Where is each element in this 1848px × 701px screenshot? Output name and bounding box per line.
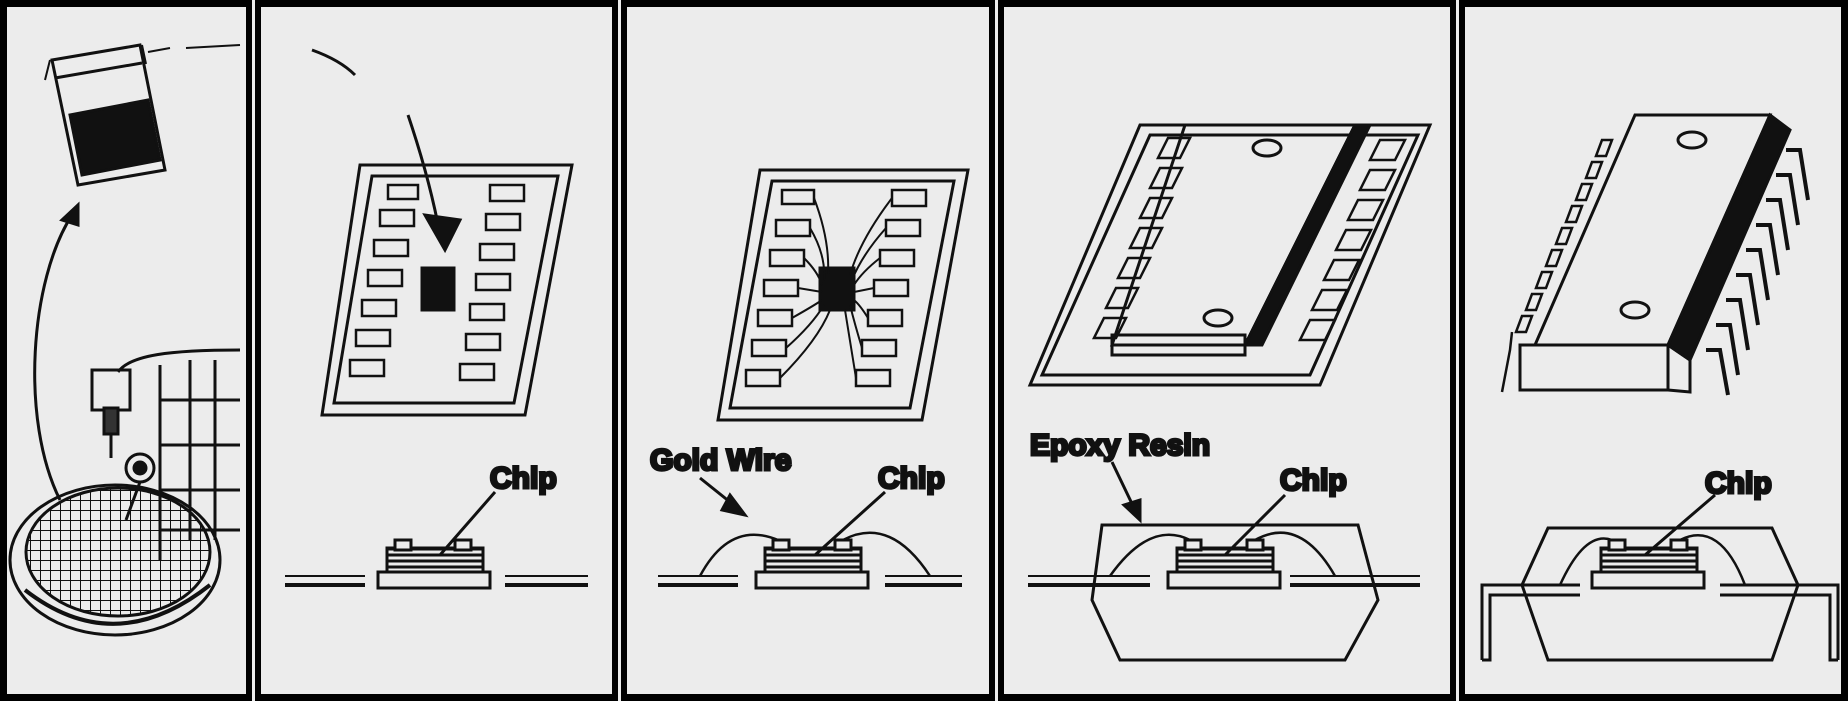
transfer-arrow: [35, 205, 78, 500]
panel-wire-bonding: Gold Wire Chip: [650, 170, 968, 588]
panel-die-attach: Chip: [285, 50, 588, 588]
leadframe-illustration: [322, 165, 572, 415]
panel-trim-and-form: Chip: [1482, 115, 1838, 660]
die-attach-cross-section: [285, 492, 588, 588]
bonded-leadframe-illustration: [718, 170, 968, 420]
molded-package-illustration: [1030, 125, 1430, 385]
panel-encapsulation: Epoxy Resin Chip: [1028, 125, 1430, 660]
machine-frame-illustration: [160, 360, 240, 560]
picked-die-illustration: [45, 45, 240, 185]
epoxy-resin-label: Epoxy Resin: [1030, 429, 1210, 462]
panel-wafer-dicing: [10, 45, 240, 635]
formed-lead-cross-section: [1482, 495, 1838, 660]
chip-label: Chip: [1280, 464, 1347, 497]
chip-label: Chip: [1705, 467, 1772, 500]
gold-wire-label: Gold Wire: [650, 444, 791, 477]
chip-label: Chip: [878, 462, 945, 495]
chip-label: Chip: [490, 462, 557, 495]
finished-ic-illustration: [1502, 115, 1808, 395]
placement-arrow: [312, 50, 460, 250]
encapsulation-cross-section: [1028, 462, 1420, 660]
